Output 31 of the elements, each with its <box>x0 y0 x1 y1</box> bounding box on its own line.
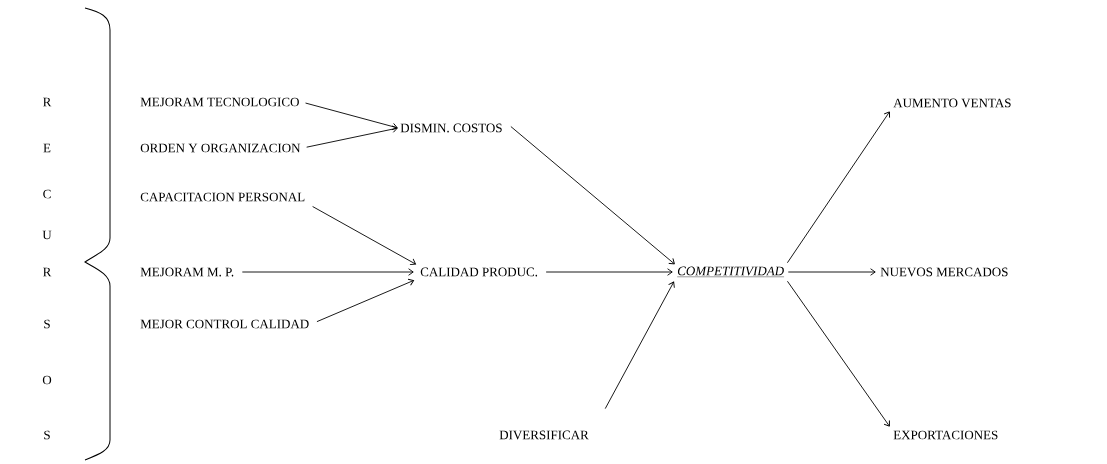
text-label: COMPETITIVIDAD <box>677 266 785 277</box>
arrow <box>786 111 890 264</box>
arrow <box>312 206 417 266</box>
arrow <box>787 280 890 427</box>
letter: S <box>44 319 50 329</box>
letter: E <box>43 143 51 153</box>
arrow <box>787 268 876 276</box>
arrow <box>241 268 414 276</box>
text-label: DIVERSIFICAR <box>499 430 589 440</box>
arrow <box>316 278 415 323</box>
text-label: CAPACITACION PERSONAL <box>140 192 305 202</box>
text-label: NUEVOS MERCADOS <box>880 267 1008 277</box>
arrow <box>305 102 398 131</box>
text-label: ORDEN Y ORGANIZACION <box>140 143 301 153</box>
arrow <box>545 268 673 276</box>
letter: R <box>43 267 52 277</box>
text-label: MEJOR CONTROL CALIDAD <box>140 319 309 329</box>
letter: R <box>43 97 52 107</box>
text-label: CALIDAD PRODUC. <box>420 267 538 277</box>
letter: S <box>44 430 50 440</box>
text-label: MEJORAM M. P. <box>140 267 234 277</box>
arrow <box>604 281 675 410</box>
text-label: MEJORAM TECNOLOGICO <box>140 97 299 107</box>
text-label: DISMIN. COSTOS <box>400 123 502 133</box>
text-label: AUMENTO VENTAS <box>893 98 1011 108</box>
letter: U <box>42 230 52 240</box>
arrow <box>510 126 675 265</box>
letter: O <box>42 375 52 385</box>
text-label: EXPORTACIONES <box>893 430 998 440</box>
letter: C <box>43 189 51 199</box>
arrow <box>306 125 398 148</box>
